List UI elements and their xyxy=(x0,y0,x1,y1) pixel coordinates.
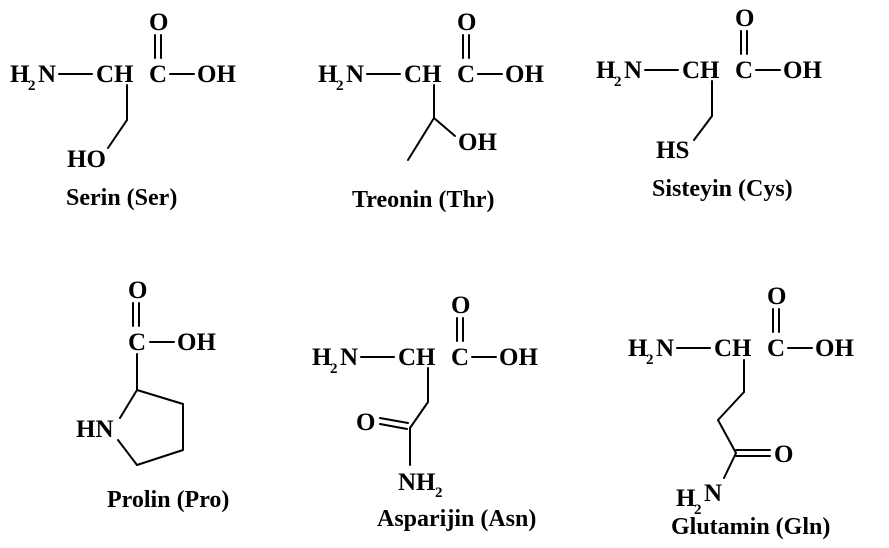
amide-oxygen: O xyxy=(356,409,375,436)
carbonyl-oxygen: O xyxy=(457,9,476,36)
ring-bond-5 xyxy=(119,389,138,419)
acid-oh: OH xyxy=(505,61,544,88)
amine-subscript: 2 xyxy=(28,78,36,94)
asparagine-structure: H 2 N CH C O OH O NH 2 Asparijin (Asn) xyxy=(312,292,538,532)
amide-n: N xyxy=(704,480,722,507)
carbonyl-oxygen: O xyxy=(149,9,168,36)
carbonyl-carbon: C xyxy=(451,344,469,371)
amine-n: N xyxy=(624,57,642,84)
acid-oh: OH xyxy=(815,335,854,362)
amide-double-1 xyxy=(379,417,409,424)
ring-bond-1 xyxy=(136,389,184,405)
alpha-carbon: CH xyxy=(404,61,442,88)
amine-h: H xyxy=(318,61,338,88)
side-bond-oh xyxy=(433,117,456,137)
carbonyl-carbon: C xyxy=(767,335,785,362)
amine-subscript: 2 xyxy=(330,361,338,377)
cysteine-caption: Sisteyin (Cys) xyxy=(652,176,793,202)
acid-oh: OH xyxy=(177,329,216,356)
proline-caption: Prolin (Pro) xyxy=(107,487,229,513)
serine-structure: H 2 N CH C O OH HO Serin (Ser) xyxy=(10,9,236,211)
side-bond-2 xyxy=(409,401,429,429)
amide-subscript: 2 xyxy=(435,485,443,501)
glutamine-structure: H 2 N CH C O OH O H 2 N Glutamin (Gln) xyxy=(628,283,854,540)
carbonyl-oxygen: O xyxy=(128,277,147,304)
alpha-carbon: CH xyxy=(714,335,752,362)
side-chain-oh: OH xyxy=(458,129,497,156)
threonine-caption: Treonin (Thr) xyxy=(352,187,494,213)
amine-subscript: 2 xyxy=(336,78,344,94)
carbonyl-carbon: C xyxy=(128,329,146,356)
carbonyl-oxygen: O xyxy=(735,5,754,32)
side-bond-2 xyxy=(693,115,713,141)
acid-oh: OH xyxy=(197,61,236,88)
side-bond-methyl xyxy=(407,117,435,161)
serine-caption: Serin (Ser) xyxy=(66,185,177,211)
threonine-structure: H 2 N CH C O OH OH Treonin (Thr) xyxy=(318,9,544,213)
side-bond-2 xyxy=(717,391,745,421)
amide-oxygen: O xyxy=(774,441,793,468)
alpha-carbon: CH xyxy=(96,61,134,88)
side-chain-ho: HO xyxy=(67,146,106,173)
ring-hn: HN xyxy=(76,416,114,443)
cysteine-structure: H 2 N CH C O OH HS Sisteyin (Cys) xyxy=(596,5,822,202)
asparagine-caption: Asparijin (Asn) xyxy=(377,506,536,532)
amine-h: H xyxy=(312,344,332,371)
amine-h: H xyxy=(596,57,616,84)
carbonyl-oxygen: O xyxy=(451,292,470,319)
amine-n: N xyxy=(346,61,364,88)
carbonyl-carbon: C xyxy=(735,57,753,84)
side-chain-hs: HS xyxy=(656,137,689,164)
side-bond-2 xyxy=(107,119,128,149)
alpha-carbon: CH xyxy=(682,57,720,84)
amine-n: N xyxy=(656,335,674,362)
amine-subscript: 2 xyxy=(614,74,622,90)
acid-oh: OH xyxy=(783,57,822,84)
alpha-carbon: CH xyxy=(398,344,436,371)
amide-double-2 xyxy=(379,423,408,430)
amide-subscript: 2 xyxy=(694,502,702,518)
amide-h: H xyxy=(676,485,696,512)
ring-bond-4 xyxy=(117,439,138,466)
amide-cn-bond xyxy=(723,452,737,479)
carbonyl-carbon: C xyxy=(457,61,475,88)
proline-structure: O C OH HN Prolin (Pro) xyxy=(76,277,229,513)
acid-oh: OH xyxy=(499,344,538,371)
carbonyl-carbon: C xyxy=(149,61,167,88)
side-bond-3 xyxy=(717,419,737,454)
ring-bond-3 xyxy=(136,449,184,466)
amine-n: N xyxy=(340,344,358,371)
amine-h: H xyxy=(10,61,30,88)
amine-n: N xyxy=(38,61,56,88)
carbonyl-oxygen: O xyxy=(767,283,786,310)
amine-subscript: 2 xyxy=(646,352,654,368)
amide-nh: NH xyxy=(398,469,436,496)
glutamine-caption: Glutamin (Gln) xyxy=(671,514,830,540)
amine-h: H xyxy=(628,335,648,362)
